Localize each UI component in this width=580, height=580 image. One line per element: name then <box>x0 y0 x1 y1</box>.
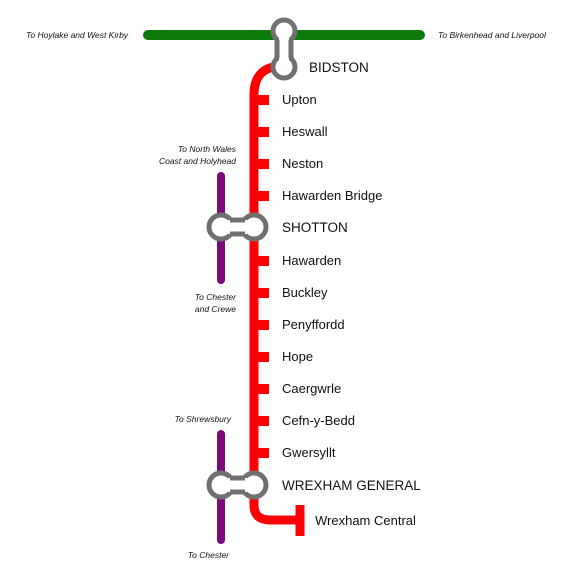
station-label-hope: Hope <box>282 349 313 364</box>
bidston-label: BIDSTON <box>309 60 369 75</box>
dest-shrewsbury-label: To Shrewsbury <box>175 414 232 424</box>
dest-chester-crewe-label: To Chester <box>195 292 237 302</box>
tick-hope <box>254 352 269 362</box>
dest-chester-label: To Chester <box>188 550 230 560</box>
dest-birkenhead-label: To Birkenhead and Liverpool <box>438 30 547 40</box>
station-label-penyffordd: Penyffordd <box>282 317 345 332</box>
tick-hawarden <box>254 256 269 266</box>
dest-chester-crewe-label-2: and Crewe <box>195 304 236 314</box>
tick-caergwrle <box>254 384 269 394</box>
tick-hawarden-bridge <box>254 191 269 201</box>
station-label-buckley: Buckley <box>282 285 328 300</box>
wrexham-general-label: WREXHAM GENERAL <box>282 478 421 493</box>
bidston-interchange-icon <box>270 17 298 81</box>
dest-hoylake-label: To Hoylake and West Kirby <box>26 30 129 40</box>
shotton-label: SHOTTON <box>282 220 348 235</box>
wrexham-central-label: Wrexham Central <box>315 513 416 528</box>
station-label-hawarden: Hawarden <box>282 253 341 268</box>
station-label-heswall: Heswall <box>282 124 328 139</box>
borderlands-line <box>249 61 300 525</box>
tick-cefn-y-bedd <box>254 416 269 426</box>
station-label-cefn-y-bedd: Cefn-y-Bedd <box>282 413 355 428</box>
tick-upton <box>254 95 269 105</box>
station-label-neston: Neston <box>282 156 323 171</box>
station-ticks <box>254 95 269 458</box>
shotton-interchange-icon <box>206 212 269 242</box>
tick-heswall <box>254 127 269 137</box>
tick-buckley <box>254 288 269 298</box>
tick-gwersyllt <box>254 448 269 458</box>
station-label-caergwrle: Caergwrle <box>282 381 341 396</box>
station-label-hawarden-bridge: Hawarden Bridge <box>282 188 382 203</box>
dest-north-wales-label-2: Coast and Holyhead <box>159 156 236 166</box>
station-label-gwersyllt: Gwersyllt <box>282 445 336 460</box>
tick-penyffordd <box>254 320 269 330</box>
dest-north-wales-label: To North Wales <box>178 144 237 154</box>
tick-neston <box>254 159 269 169</box>
station-label-upton: Upton <box>282 92 317 107</box>
wrexham-general-interchange-icon <box>206 470 269 500</box>
